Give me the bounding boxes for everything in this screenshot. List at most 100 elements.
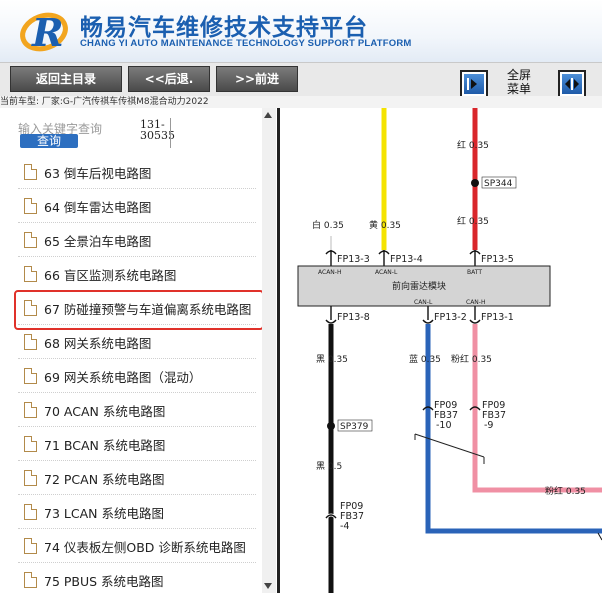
list-item[interactable]: 74 仪表板左侧OBD 诊断系统电路图 [18, 529, 256, 563]
document-icon [24, 538, 37, 554]
list-item-selected[interactable]: 67 防碰撞预警与车道偏离系统电路图 [18, 291, 256, 325]
fp13-2-label: FP13-2 [434, 312, 467, 323]
query-button[interactable]: 查询 [20, 134, 78, 148]
document-icon [24, 436, 37, 452]
document-icon [24, 266, 37, 282]
blue-wire-lower [425, 438, 602, 534]
back-to-main-button[interactable]: 返回主目录 [10, 66, 122, 92]
fullscreen-label-line2: 菜单 [506, 82, 531, 96]
sp379-label: SP379 [340, 422, 369, 432]
list-item-label: 72 PCAN 系统电路图 [44, 472, 165, 487]
current-vehicle-info: 当前车型: 厂家:G-广汽传祺车传祺M8混合动力2022 [0, 96, 602, 108]
list-item[interactable]: 66 盲区监测系统电路图 [18, 257, 256, 291]
list-item[interactable]: 63 倒车后视电路图 [18, 155, 256, 189]
fb37-left-label: FB37 [434, 410, 458, 421]
list-item-label: 73 LCAN 系统电路图 [44, 506, 164, 521]
sp379-box [337, 419, 373, 432]
scroll-up-arrow-icon[interactable] [264, 112, 272, 118]
list-item-label: 75 PBUS 系统电路图 [44, 574, 164, 589]
fp09-right-label: FP09 [482, 400, 505, 411]
document-icon [24, 470, 37, 486]
sp344-box [481, 176, 517, 189]
svg-text:R: R [31, 10, 64, 55]
fp13-8-label: FP13-8 [337, 312, 370, 323]
pink-wire [472, 324, 602, 493]
connector-fp09-fb37-9-icon [469, 406, 481, 411]
n10-label: -10 [436, 420, 452, 431]
code-line-1: 131- [140, 118, 165, 131]
fullscreen-label-line1: 全屏 [506, 68, 531, 82]
red-top-label: 红 0.35 [457, 139, 489, 151]
collapse-panel-button[interactable] [460, 70, 488, 98]
document-icon [24, 334, 37, 350]
list-item[interactable]: 75 PBUS 系统电路图 [18, 563, 256, 593]
wiring-diagram: 红 0.35 SP344 红 0.35 黄 0.35 白 0.35 FP13-3… [280, 108, 602, 593]
list-item[interactable]: 71 BCAN 系统电路图 [18, 427, 256, 461]
list-item-label: 64 倒车雷达电路图 [44, 200, 152, 215]
list-item-label: 66 盲区监测系统电路图 [44, 268, 177, 283]
app-header: R 畅易汽车维修技术支持平台 CHANG YI AUTO MAINTENANCE… [0, 0, 602, 62]
selection-highlight [14, 290, 264, 330]
fp09-bottom-label: FP09 [340, 501, 363, 512]
connector-fp13-2-icon [422, 319, 434, 324]
n9-label: -9 [484, 420, 493, 431]
list-item[interactable]: 64 倒车雷达电路图 [18, 189, 256, 223]
sidebar-scrollbar[interactable] [262, 108, 276, 593]
sidebar: 查询 131- 30535 63 倒车后视电路图 64 倒车雷达电路图 65 全… [0, 108, 276, 593]
pin-acan-l: ACAN-L [375, 269, 398, 276]
code-divider [170, 118, 171, 148]
brand-title: 畅易汽车维修技术支持平台 [80, 15, 368, 41]
fb37-right-label: FB37 [482, 410, 506, 421]
brand-logo-icon: R [20, 10, 68, 55]
list-item-label: 68 网关系统电路图 [44, 336, 152, 351]
fp13-3-label: FP13-3 [337, 254, 370, 265]
front-radar-module [297, 265, 551, 307]
forward-button[interactable]: >>前进 [216, 66, 298, 92]
list-item[interactable]: 70 ACAN 系统电路图 [18, 393, 256, 427]
fullscreen-menu-label[interactable]: 全屏 菜单 [506, 68, 532, 96]
list-item[interactable]: 68 网关系统电路图 [18, 325, 256, 359]
red-mid-label: 红 0.35 [457, 215, 489, 227]
wiring-diagram-svg: 红 0.35 SP344 红 0.35 黄 0.35 白 0.35 FP13-3… [297, 108, 602, 593]
pin-can-h: CAN-H [466, 299, 485, 306]
pin-acan-h: ACAN-H [318, 269, 341, 276]
list-item[interactable]: 73 LCAN 系统电路图 [18, 495, 256, 529]
list-item-label: 71 BCAN 系统电路图 [44, 438, 166, 453]
black-05-label: 黑 0.5 [316, 461, 342, 472]
blue-label: 蓝 0.35 [409, 353, 441, 365]
splice-sp344-dot [471, 179, 479, 187]
connector-fp13-8-icon [325, 319, 337, 324]
search-input[interactable] [18, 120, 136, 138]
diagram-list: 63 倒车后视电路图 64 倒车雷达电路图 65 全景泊车电路图 66 盲区监测… [18, 155, 256, 593]
document-icon [24, 232, 37, 248]
right-edge-stub [597, 532, 602, 541]
scroll-down-arrow-icon[interactable] [264, 583, 272, 589]
panel-toggle-icon [464, 74, 484, 94]
document-icon [24, 198, 37, 214]
document-icon [24, 572, 37, 588]
splice-sp379-dot [327, 422, 335, 430]
back-button[interactable]: <<后退. [128, 66, 210, 92]
twisted-pair-marker [414, 433, 485, 458]
code-line-2: 30535 [140, 129, 175, 142]
white-label: 白 0.35 [312, 219, 344, 231]
panel-divider[interactable] [277, 108, 280, 593]
sp344-label: SP344 [484, 179, 513, 189]
list-item[interactable]: 65 全景泊车电路图 [18, 223, 256, 257]
document-icon [24, 164, 37, 180]
fp13-1-label: FP13-1 [481, 312, 514, 323]
fb37-bottom-label: FB37 [340, 511, 364, 522]
list-item-label: 65 全景泊车电路图 [44, 234, 152, 249]
list-item-label: 63 倒车后视电路图 [44, 166, 152, 181]
n4-label: -4 [340, 521, 349, 532]
list-item[interactable]: 72 PCAN 系统电路图 [18, 461, 256, 495]
list-item-label: 74 仪表板左侧OBD 诊断系统电路图 [44, 540, 246, 555]
pin-batt: BATT [467, 269, 482, 276]
document-icon [24, 368, 37, 384]
connector-fp13-1-icon [469, 319, 481, 324]
connector-fp09-fb37-10-icon [422, 406, 434, 411]
pink-label: 粉红 0.35 [451, 353, 492, 365]
list-item[interactable]: 69 网关系统电路图（混动） [18, 359, 256, 393]
fullscreen-button[interactable] [558, 70, 586, 98]
document-icon [24, 504, 37, 520]
